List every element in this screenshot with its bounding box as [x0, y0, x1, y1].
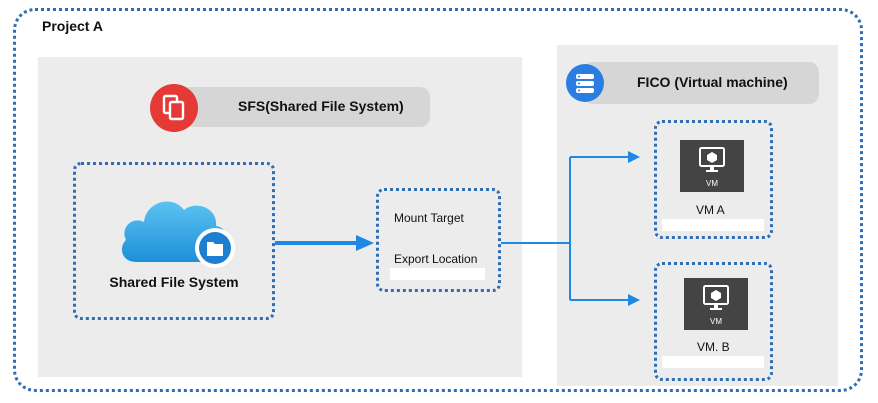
vm-monitor-icon: VM	[680, 140, 744, 192]
project-boundary	[13, 8, 863, 392]
mount-target-label: Mount Target	[394, 211, 464, 225]
vm-a-icon-text: VM	[706, 179, 718, 188]
vm-b-icon-text: VM	[710, 317, 722, 326]
vm-b-label: VM. B	[697, 340, 730, 354]
vm-b-box	[654, 262, 773, 381]
vm-b-bar	[662, 356, 764, 368]
shared-file-system-box	[73, 162, 275, 320]
vm-a-label: VM A	[696, 203, 725, 217]
shared-file-system-label: Shared File System	[109, 274, 239, 290]
sfs-to-mount-arrowhead	[356, 235, 374, 251]
fico-header: FICO (Virtual machine)	[583, 62, 819, 104]
fico-header-label: FICO (Virtual machine)	[637, 74, 788, 90]
cloud-folder-icon	[116, 190, 242, 272]
vm-monitor-icon: VM	[684, 278, 748, 330]
export-location-label: Export Location	[394, 252, 478, 266]
vm-a-bar	[662, 219, 764, 231]
vm-a-box	[654, 120, 773, 239]
project-title: Project A	[42, 18, 103, 34]
server-stack-icon	[566, 64, 604, 102]
copy-files-icon	[150, 84, 198, 132]
to-vm-a-arrowhead	[628, 151, 640, 163]
sfs-header-label: SFS(Shared File System)	[238, 98, 404, 114]
export-location-bar	[390, 268, 485, 280]
mount-target-box	[376, 188, 501, 292]
to-vm-b-arrowhead	[628, 294, 640, 306]
sfs-header: SFS(Shared File System)	[166, 87, 430, 127]
